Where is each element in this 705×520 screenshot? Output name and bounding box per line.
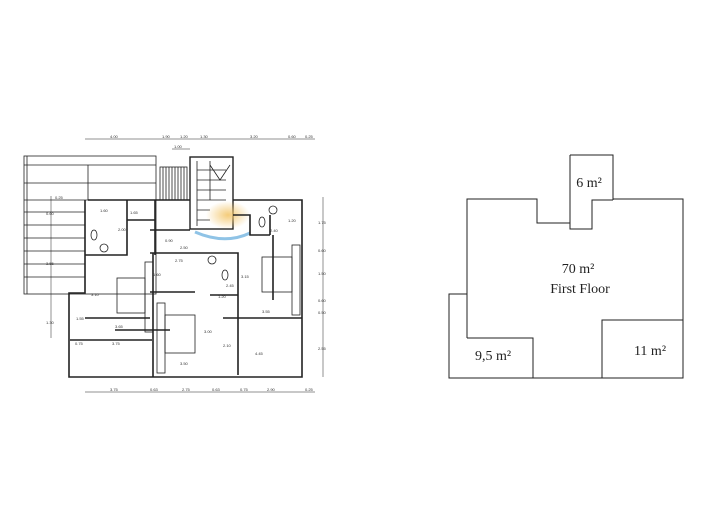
balcony-railing (23, 155, 157, 295)
dim-label: 1.90 (162, 134, 171, 139)
dim-label: 3.00 (204, 329, 213, 334)
dim-label: 2.00 (118, 227, 127, 232)
dim-label: 3.50 (180, 361, 189, 366)
dim-label: 1.55 (76, 316, 85, 321)
top-dimension-labels: 4.00 1.90 1.20 1.30 3.20 0.60 0.25 1.00 (110, 134, 314, 149)
dim-label: 3.15 (241, 274, 250, 279)
right-dimension-labels: 1.75 0.60 1.50 0.60 0.50 2.55 (318, 220, 327, 351)
bed-middle (156, 302, 196, 374)
dim-label: 1.65 (130, 210, 139, 215)
dim-label: 3.20 (250, 134, 259, 139)
toilets (90, 205, 278, 281)
dim-label: 3.10 (91, 292, 100, 297)
dim-label: 0.63 (150, 387, 159, 392)
dim-label: 3.75 (110, 387, 119, 392)
dim-label: 3.65 (115, 324, 124, 329)
dim-label: 0.60 (46, 211, 55, 216)
dim-label: 0.60 (318, 298, 327, 303)
walls (68, 199, 303, 378)
dim-label: 1.75 (318, 220, 327, 225)
area-label-11: 11 m² (634, 344, 666, 359)
area-label-70: 70 m² (562, 262, 595, 277)
dim-label: 1.60 (100, 208, 109, 213)
dim-label: 2.55 (318, 346, 327, 351)
dim-label: 1.20 (218, 294, 227, 299)
area-diagram (448, 154, 684, 379)
dim-label: 2.75 (175, 258, 184, 263)
interior-dimension-labels: 1.60 1.65 2.00 0.90 2.50 2.75 1.60 3.10 … (75, 208, 297, 366)
dim-label: 2.10 (223, 343, 232, 348)
dim-label: 0.25 (55, 195, 64, 200)
dim-label: 0.90 (165, 238, 174, 243)
area-label-9-5: 9,5 m² (475, 349, 511, 364)
dim-label: 2.50 (180, 245, 189, 250)
dim-label: 0.25 (305, 134, 314, 139)
room-6m2 (569, 154, 614, 230)
dim-label: 0.63 (212, 387, 221, 392)
dim-label: 2.45 (226, 283, 235, 288)
dim-label: 0.75 (240, 387, 249, 392)
dim-label: 3.55 (262, 309, 271, 314)
dim-label: 4.45 (255, 351, 264, 356)
floor-plan (23, 138, 324, 393)
dim-label: 1.20 (288, 218, 297, 223)
room-11m2 (601, 319, 684, 379)
dim-label: 1.30 (200, 134, 209, 139)
dim-label: 3.75 (112, 341, 121, 346)
dim-label: 0.25 (305, 387, 314, 392)
dim-label: 1.60 (153, 272, 162, 277)
dim-label: 1.50 (318, 271, 327, 276)
staircase (189, 156, 234, 230)
dim-label: 0.75 (75, 341, 84, 346)
area-label-6: 6 m² (576, 176, 602, 191)
dim-label: 2.40 (270, 228, 279, 233)
dim-label: 3.55 (46, 261, 55, 266)
bed-right (261, 244, 301, 316)
dimension-lines (50, 138, 324, 393)
dim-label: 1.00 (174, 144, 183, 149)
dim-label: 0.60 (318, 248, 327, 253)
highlight-spot (206, 201, 250, 229)
left-dimension-labels: 0.25 0.60 3.55 1.30 (46, 195, 64, 325)
dim-label: 1.20 (180, 134, 189, 139)
stripe-panel (159, 166, 188, 201)
floor-name-label: First Floor (550, 282, 610, 297)
dim-label: 4.00 (110, 134, 119, 139)
dim-label: 2.90 (267, 387, 276, 392)
dim-label: 0.60 (288, 134, 297, 139)
dim-label: 0.50 (318, 310, 327, 315)
water-mark (194, 230, 251, 241)
bed-left (116, 261, 154, 333)
dim-label: 2.75 (182, 387, 191, 392)
room-main (466, 198, 684, 379)
dim-label: 1.30 (46, 320, 55, 325)
room-9-5m2 (448, 293, 534, 379)
bottom-dimension-labels: 3.75 0.63 2.75 0.63 0.75 2.90 0.25 (110, 387, 314, 392)
